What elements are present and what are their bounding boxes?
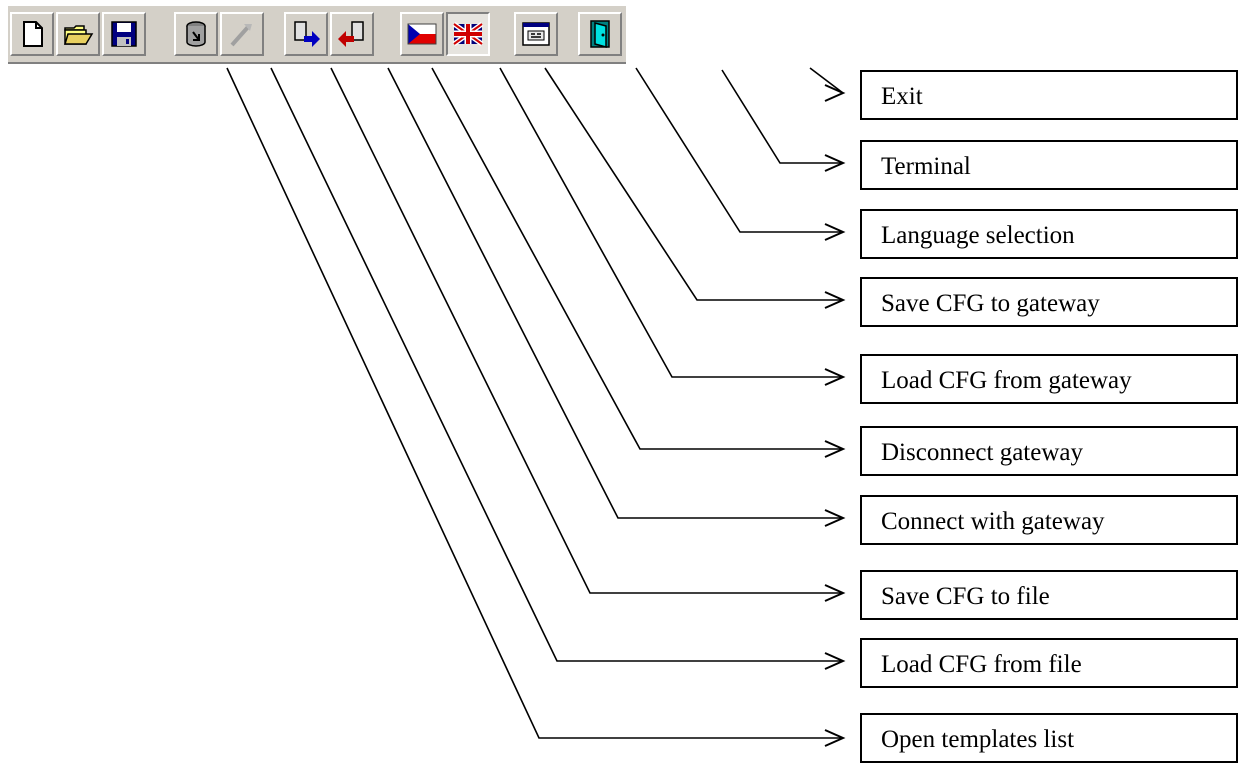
label-text: Load CFG from gateway [881,367,1132,394]
connector-language-selection [635,67,843,233]
arrowhead-load-cfg-gateway [824,368,846,386]
disconnect-button[interactable] [330,12,374,56]
arrowhead-connect-gateway [824,509,846,527]
label-text: Disconnect gateway [881,439,1084,466]
connector-load-cfg-file [270,67,843,662]
connector-connect-gateway [387,67,843,519]
connect-button[interactable] [284,12,328,56]
disabled-wand-icon [230,24,252,47]
connector-exit [809,67,844,94]
templates-button[interactable] [174,12,218,56]
label-text: Connect with gateway [881,508,1105,535]
arrowhead-open-templates [824,729,846,747]
label-text: Load CFG from file [881,651,1082,678]
label-box-disconnect-gateway: Disconnect gateway [860,426,1238,476]
arrowhead-disconnect-gateway [824,440,846,458]
arrowhead-save-cfg-gateway [824,291,846,309]
open-folder-icon [63,25,94,45]
disabled-tool-button[interactable] [220,12,264,56]
connect-gateway-icon [294,21,320,47]
czech-language-button[interactable] [400,12,444,56]
terminal-button[interactable] [514,12,558,56]
label-text: Terminal [881,153,971,180]
connector-save-cfg-file [330,67,843,594]
exit-door-icon [590,20,610,48]
czech-flag-icon [407,23,437,45]
new-document-icon [23,21,43,47]
label-box-exit: Exit [860,70,1238,120]
label-box-load-cfg-file: Load CFG from file [860,638,1238,688]
disconnect-gateway-icon [338,21,364,47]
arrowhead-load-cfg-file [824,652,846,670]
open-button[interactable] [56,12,100,56]
connector-terminal [721,69,843,164]
new-button[interactable] [10,12,54,56]
label-box-save-cfg-gateway: Save CFG to gateway [860,277,1238,327]
arrowhead-save-cfg-file [824,584,846,602]
connector-save-cfg-gateway [544,67,843,301]
label-box-load-cfg-gateway: Load CFG from gateway [860,354,1238,404]
connector-open-templates [226,67,843,739]
label-text: Open templates list [881,726,1075,753]
label-box-language-selection: Language selection [860,209,1238,259]
label-text: Exit [881,83,923,110]
connector-load-cfg-gateway [499,67,843,378]
label-box-open-templates: Open templates list [860,713,1238,763]
label-text: Save CFG to file [881,583,1050,610]
save-floppy-icon [111,21,137,47]
label-text: Language selection [881,222,1075,249]
connector-disconnect-gateway [431,67,843,450]
terminal-icon [522,22,550,46]
uk-flag-icon [452,21,484,47]
exit-button[interactable] [578,12,622,56]
arrowhead-language-selection [824,223,846,241]
arrowhead-terminal [824,154,846,172]
templates-database-icon [186,21,206,47]
label-box-save-cfg-file: Save CFG to file [860,570,1238,620]
label-box-terminal: Terminal [860,140,1238,190]
english-language-button[interactable] [446,12,490,56]
label-text: Save CFG to gateway [881,290,1100,317]
arrowhead-exit [824,84,846,102]
save-button[interactable] [102,12,146,56]
toolbar [8,6,626,64]
label-box-connect-gateway: Connect with gateway [860,495,1238,545]
